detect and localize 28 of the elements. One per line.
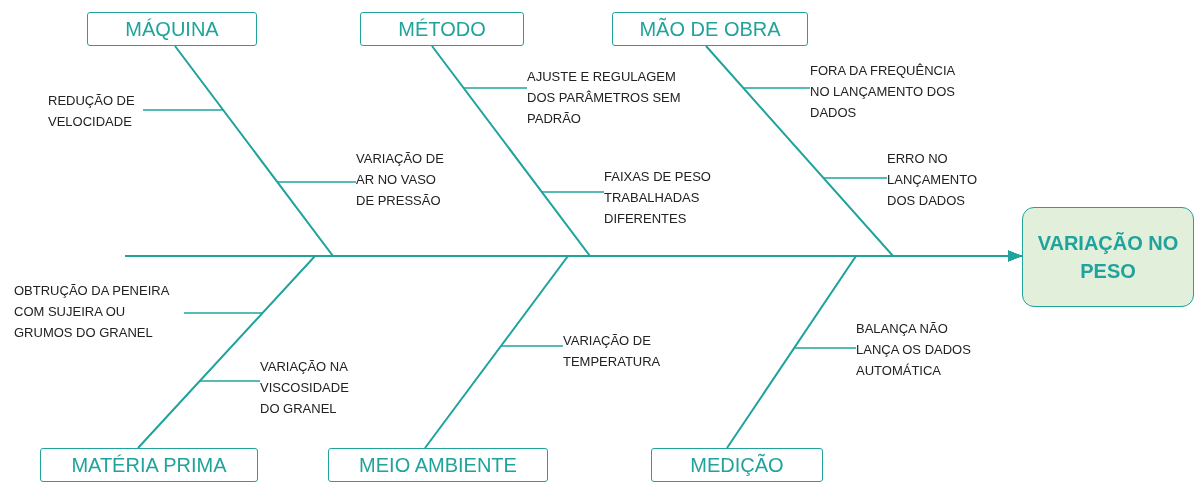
- leader-line: [199, 380, 261, 382]
- leader-line: [183, 312, 264, 314]
- cause-label: FORA DA FREQUÊNCIA NO LANÇAMENTO DOS DADOS: [810, 60, 960, 123]
- leader-line: [822, 177, 888, 179]
- leader-line: [276, 181, 357, 183]
- cause-label: OBTRUÇÃO DA PENEIRA COM SUJEIRA OU GRUMOS DO GRANEL: [14, 280, 184, 343]
- category-box: MÃO DE OBRA: [612, 12, 808, 46]
- leader-line: [500, 345, 564, 347]
- effect-box: VARIAÇÃO NO PESO: [1022, 207, 1194, 307]
- leader-line: [541, 191, 605, 193]
- cause-label: ERRO NO LANÇAMENTO DOS DADOS: [887, 148, 992, 211]
- cause-label: VARIAÇÃO DE TEMPERATURA: [563, 330, 673, 372]
- leader-line: [142, 109, 224, 111]
- cause-label: AJUSTE E REGULAGEM DOS PARÂMETROS SEM PADRÃO: [527, 66, 692, 129]
- category-box: MÉTODO: [360, 12, 524, 46]
- cause-label: FAIXAS DE PESO TRABALHADAS DIFERENTES: [604, 166, 724, 229]
- cause-label: REDUÇÃO DE VELOCIDADE: [48, 90, 143, 132]
- category-box: MEDIÇÃO: [651, 448, 823, 482]
- cause-label: VARIAÇÃO NA VISCOSIDADE DO GRANEL: [260, 356, 360, 419]
- leader-line: [793, 347, 857, 349]
- category-box: MÁQUINA: [87, 12, 257, 46]
- category-box: MEIO AMBIENTE: [328, 448, 548, 482]
- cause-label: VARIAÇÃO DE AR NO VASO DE PRESSÃO: [356, 148, 451, 211]
- cause-label: BALANÇA NÃO LANÇA OS DADOS AUTOMÁTICA: [856, 318, 986, 381]
- bone-arrow: [726, 250, 1023, 449]
- leader-line: [742, 87, 811, 89]
- leader-line: [462, 87, 528, 89]
- category-box: MATÉRIA PRIMA: [40, 448, 258, 482]
